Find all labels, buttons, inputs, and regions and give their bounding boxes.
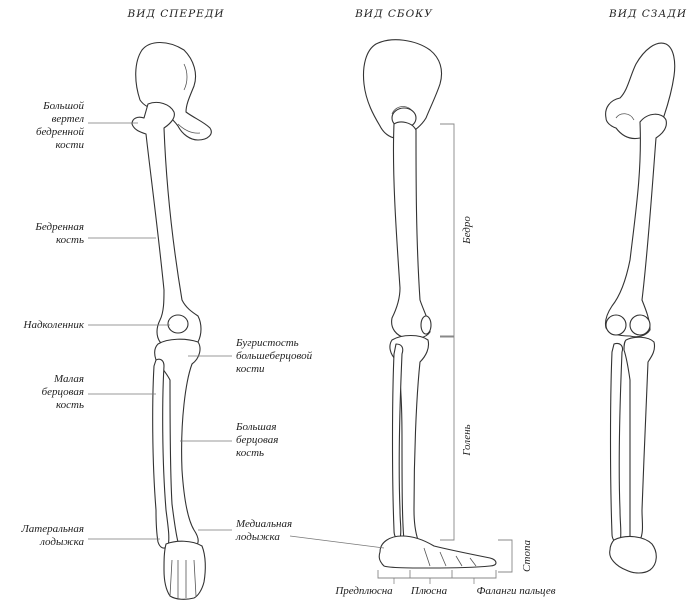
phalanges-label: Фаланги пальцев <box>476 585 555 597</box>
label-line: Медиальная <box>235 518 292 530</box>
label-line: кости <box>55 139 84 151</box>
back-lateral-condyle <box>606 315 626 335</box>
label-lateral-malleolus: Латеральная лодыжка <box>20 523 160 548</box>
side-view-skeleton <box>364 40 497 568</box>
label-line: Малая <box>53 373 84 385</box>
label-line: лодыжка <box>235 531 280 543</box>
label-greater-trochanter: Большой вертел бедренной кости <box>36 100 138 151</box>
label-tibial-tuberosity: Бугристость большеберцовой кости <box>188 337 313 375</box>
side-view-title: ВИД СБОКУ <box>354 8 433 20</box>
front-fibula <box>153 359 169 548</box>
back-tibia <box>624 337 655 541</box>
bracket-line <box>378 570 452 578</box>
metatarsus-label: Плюсна <box>410 585 448 597</box>
side-patella <box>421 316 431 334</box>
label-line: вертел <box>52 113 85 125</box>
label-line: Латеральная <box>20 523 84 535</box>
shin-label: Голень <box>461 424 473 456</box>
foot-bracket: Стопа <box>498 540 533 572</box>
label-line: большеберцовой <box>236 350 313 362</box>
bracket-line <box>498 540 512 572</box>
back-femur <box>605 114 666 337</box>
foot-section-brackets <box>378 570 496 584</box>
front-view-skeleton <box>132 43 211 600</box>
side-foot <box>379 536 496 568</box>
side-fibula <box>393 344 403 539</box>
back-view-title: ВИД СЗАДИ <box>608 8 687 20</box>
label-femur: Бедренная кость <box>34 221 156 246</box>
front-view-title: ВИД СПЕРЕДИ <box>126 8 224 20</box>
label-line: лодыжка <box>39 536 84 548</box>
bracket-line <box>440 124 454 336</box>
label-line: Большой <box>42 100 84 112</box>
label-line: берцовая <box>236 434 278 446</box>
shin-bracket: Голень <box>440 337 473 540</box>
label-medial-malleolus: Медиальная лодыжка <box>198 518 384 548</box>
tarsus-label: Предплюсна <box>334 585 393 597</box>
back-medial-condyle <box>630 315 650 335</box>
label-tibia: Большая берцовая кость <box>180 421 278 459</box>
back-foot <box>610 537 657 573</box>
label-line: Бедренная <box>34 221 84 233</box>
thigh-label: Бедро <box>461 216 473 245</box>
bracket-line <box>440 337 454 540</box>
label-line: берцовая <box>42 386 84 398</box>
label-line: кость <box>56 399 84 411</box>
label-line: Надколенник <box>23 319 85 331</box>
back-fibula <box>611 343 623 542</box>
label-line: Бугристость <box>235 337 299 349</box>
label-patella: Надколенник <box>23 319 170 331</box>
label-line: кость <box>236 447 264 459</box>
label-fibula: Малая берцовая кость <box>42 373 156 411</box>
foot-label: Стопа <box>521 540 533 572</box>
pointer-line <box>290 536 384 548</box>
front-patella <box>168 315 188 333</box>
label-line: Большая <box>235 421 276 433</box>
bracket-line <box>452 570 496 578</box>
label-line: кости <box>236 363 265 375</box>
label-line: бедренной <box>36 126 85 138</box>
back-view-skeleton <box>605 43 674 573</box>
label-line: кость <box>56 234 84 246</box>
side-femur <box>392 122 430 339</box>
thigh-bracket: Бедро <box>440 124 473 336</box>
